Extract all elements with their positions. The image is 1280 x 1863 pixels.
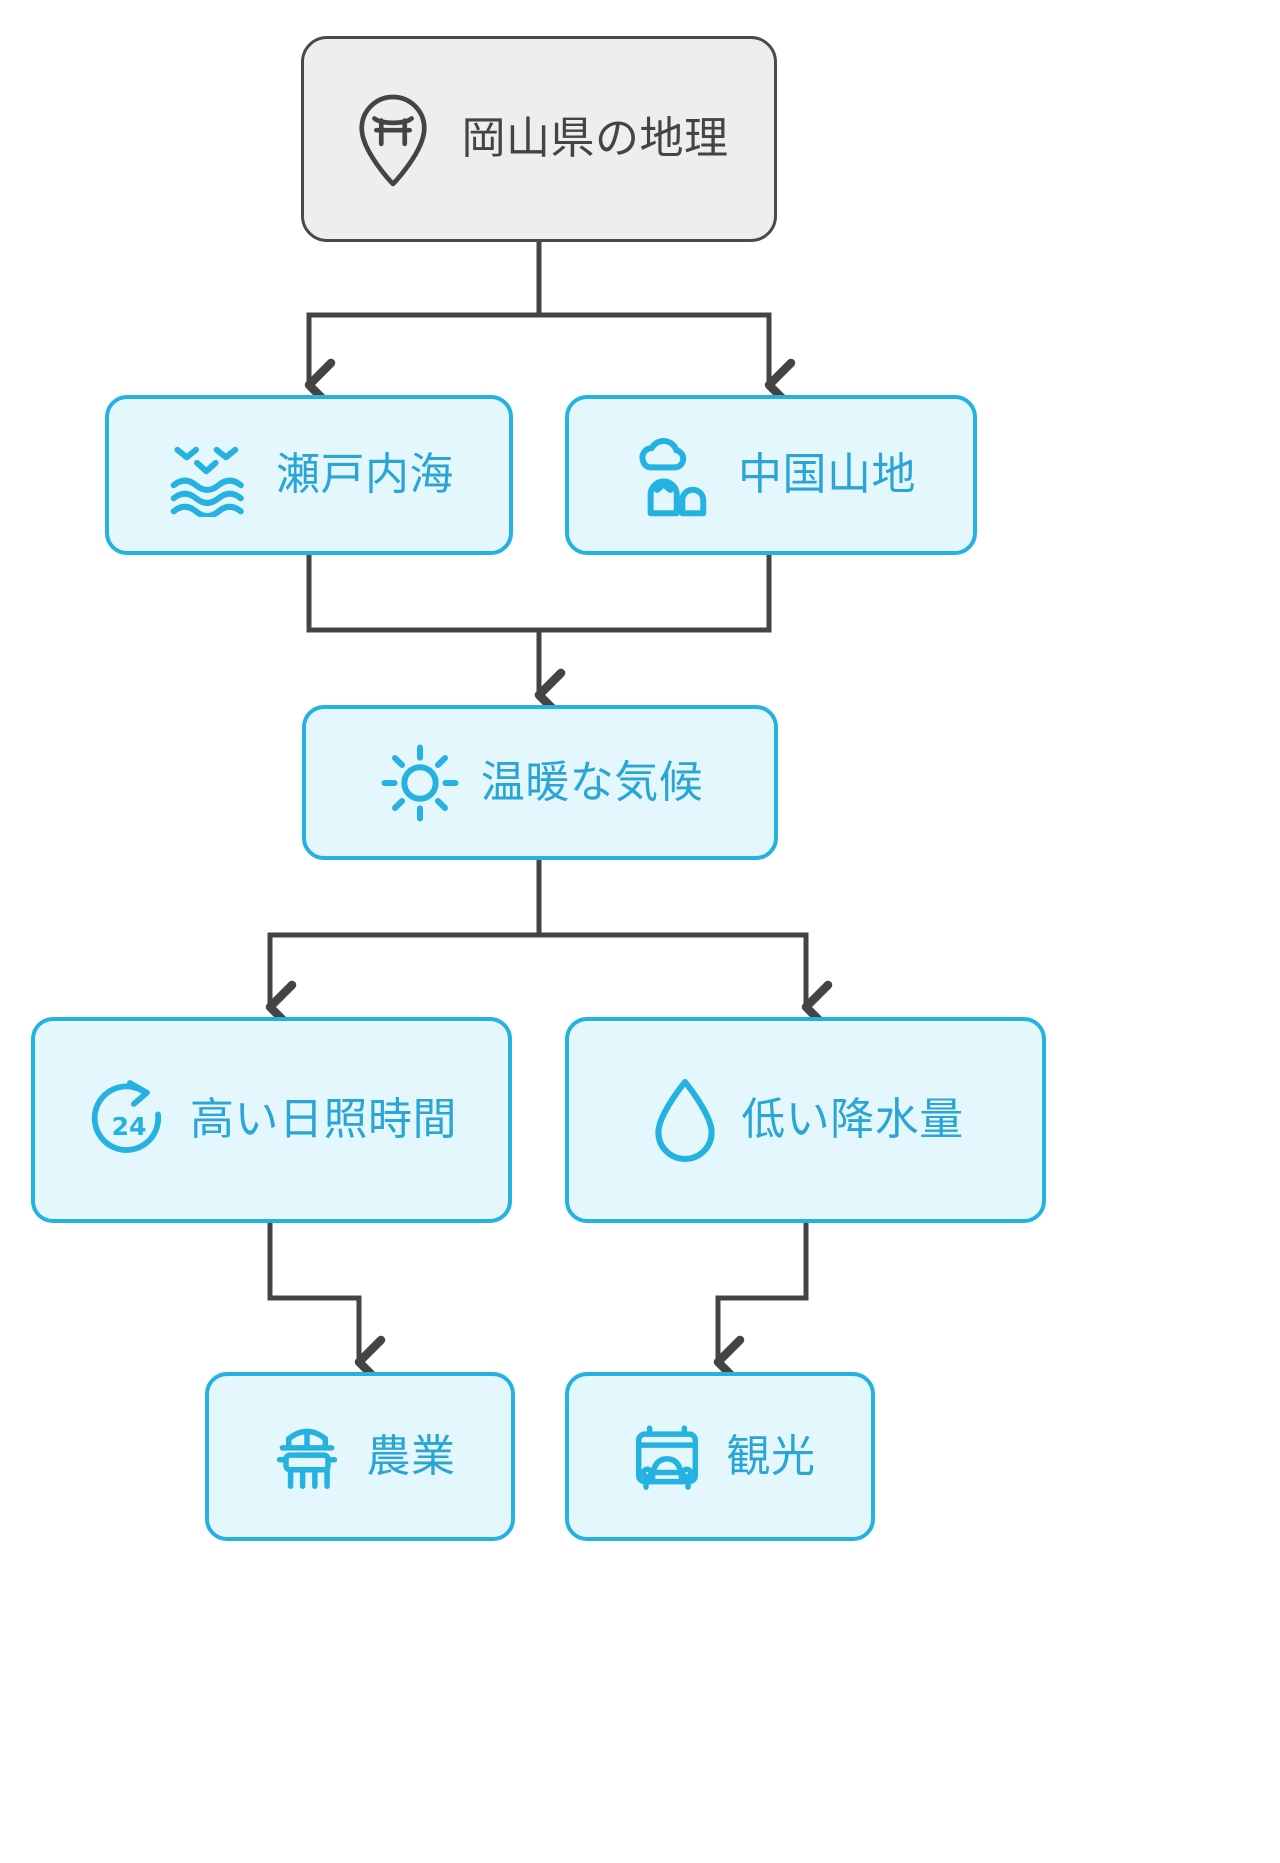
sea-birds-waves-icon [164,433,258,517]
node-label: 低い降水量 [741,1094,964,1146]
edge-sun-agri [267,1223,386,1389]
map-pin-torii-icon [350,90,436,188]
node-label: 高い日照時間 [190,1094,457,1146]
edge-root-sea [304,242,542,412]
node-seto-inland-sea[interactable]: 瀬戸内海 [105,395,513,555]
node-chugoku-mountains[interactable]: 中国山地 [565,395,977,555]
edge-climate-rain [536,860,833,1034]
water-droplet-icon [647,1074,723,1166]
node-okayama-geography[interactable]: 岡山県の地理 [301,36,777,242]
cloud-mountain-icon [626,433,720,517]
node-label: 観光 [726,1430,816,1482]
node-label: 岡山県の地理 [461,113,729,165]
node-high-sunshine-hours[interactable]: 24 高い日照時間 [31,1017,512,1223]
node-mild-climate[interactable]: 温暖な気候 [302,705,778,860]
edge-climate-sun [265,860,542,1034]
tractor-icon [265,1415,349,1499]
node-label: 中国山地 [738,449,916,501]
edge-sea-climate [306,555,566,722]
sun-icon [377,740,463,826]
node-label: 瀬戸内海 [276,449,454,501]
tour-bus-icon [625,1415,709,1499]
node-tourism[interactable]: 観光 [565,1372,875,1541]
clock-24h-icon: 24 [86,1077,172,1163]
edge-root-mount [536,242,796,412]
node-low-precipitation[interactable]: 低い降水量 [565,1017,1046,1223]
node-label: 農業 [366,1430,456,1482]
node-label: 温暖な気候 [480,756,704,808]
edge-rain-tour [713,1223,809,1389]
edge-mount-climate [534,555,772,722]
svg-text:24: 24 [111,1112,146,1141]
node-agriculture[interactable]: 農業 [205,1372,515,1541]
